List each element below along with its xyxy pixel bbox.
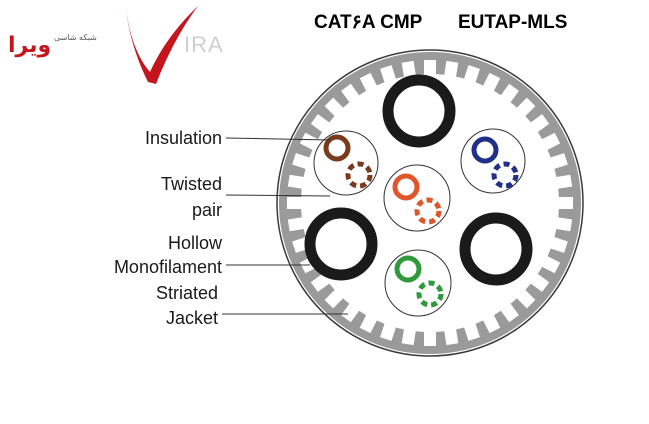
jacket-notch [292,153,312,170]
twisted-pair-green [384,249,452,317]
jacket-notch [557,197,573,209]
leader-twisted-pair [225,194,331,197]
logo-brand-fa: ویرا [8,33,51,58]
label-twisted: Twisted [161,174,222,194]
vira-logo: ویرا شبکه شاسی IRA [8,6,224,84]
jacket-notch [359,72,378,93]
jacket-notch [548,236,568,253]
monofilament-left [304,207,378,281]
jacket-notch [424,60,436,76]
label-striated: Striated [156,283,218,303]
jacket-notch [482,72,501,93]
jacket-notch [529,114,550,134]
label-hollow: Hollow [168,233,223,253]
label-jacket: Jacket [166,308,218,328]
jacket-notch [341,83,361,104]
jacket-notch [499,83,519,104]
jacket-notch [401,327,417,346]
jacket-notch [401,60,417,79]
label-pair: pair [192,200,222,220]
jacket-notch [463,321,480,341]
jacket-notch [287,174,306,190]
jacket-notch [499,302,519,323]
jacket-notch [540,132,561,151]
jacket-notch [424,330,436,346]
jacket-notch [341,302,361,323]
logo-tagline-fa: شبکه شاسی [54,33,97,42]
logo-checkmark-icon [126,6,198,84]
leader-lines [222,137,348,315]
jacket-notch [482,313,501,334]
cable-model-title: EUTAP-MLS [458,12,567,33]
twisted-pair-orange [383,164,451,232]
jacket-notch [359,313,378,334]
jacket-notch [310,114,331,134]
twisted-pair-brown [313,130,379,196]
hollow-monofilaments [304,74,533,286]
jacket-notch [324,288,345,309]
monofilament-right [459,212,533,286]
jacket-notch [554,216,573,232]
jacket-notch [554,174,573,190]
jacket-notch [310,272,331,292]
jacket-notch [463,65,480,85]
jacket-notch [540,255,561,274]
logo-brand-latin: IRA [184,32,224,57]
twisted-pair-blue [460,128,526,194]
label-insulation: Insulation [145,128,222,148]
jacket-notch [548,153,568,170]
jacket-notch [529,272,550,292]
jacket-notch [443,60,459,79]
jacket-notch [287,197,303,209]
label-monofilament: Monofilament [114,257,222,277]
leader-insulation [225,137,331,141]
jacket-notch [380,65,397,85]
jacket-notch [287,216,306,232]
cable-type-title: CAT۶A CMP [314,12,423,33]
jacket-notch [380,321,397,341]
jacket-notch [299,132,320,151]
monofilament-top [382,74,456,148]
jacket-notch [443,327,459,346]
